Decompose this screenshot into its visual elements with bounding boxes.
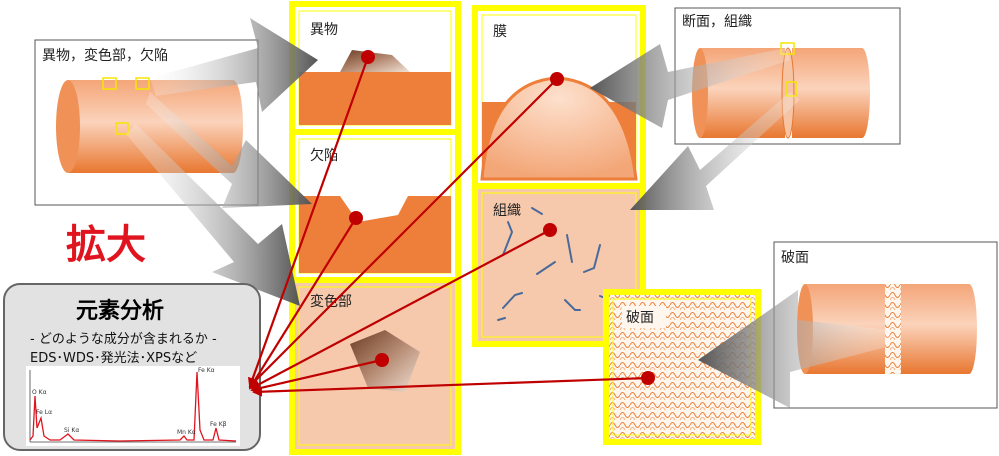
marker-foreign <box>102 77 117 90</box>
zoom-arrow-film <box>590 44 790 128</box>
analysis-arrow-film <box>248 78 558 388</box>
zoom-label: 拡大 <box>66 222 146 268</box>
analysis-arrow-defect <box>248 217 357 390</box>
point-discolor <box>375 353 389 367</box>
analysis-arrow-fracture <box>252 376 649 397</box>
analysis-title: 元素分析 <box>76 298 164 324</box>
zoom-arrow-structure <box>630 92 800 210</box>
panel-foreign: 異物 <box>289 1 461 135</box>
point-film <box>550 72 564 86</box>
source-left-label: 異物，変色部，欠陥 <box>42 47 168 64</box>
zoom-arrow-discolor <box>126 124 300 306</box>
analysis-subtitle: ‐ どのような成分が含まれるか ‐ <box>30 331 217 347</box>
panel-structure-label: 組織 <box>493 203 521 219</box>
panel-discolor: 変色部 <box>289 277 461 455</box>
defect-surface <box>299 196 451 273</box>
panel-foreign-label: 異物 <box>310 22 338 38</box>
zoom-arrow-defect <box>146 92 312 208</box>
zoom-arrow-foreign <box>150 18 318 112</box>
marker-discolor <box>115 122 129 135</box>
point-foreign <box>361 50 375 64</box>
analysis-box: 元素分析 ‐ どのような成分が含まれるか ‐ EDS･WDS･発光法･XPSなど… <box>3 283 261 451</box>
panel-defect: 欠陥 <box>289 129 461 283</box>
panel-discolor-label: 変色部 <box>310 293 352 310</box>
peak-o-ka: O Kα <box>32 389 47 396</box>
zoom-arrows <box>126 18 890 408</box>
source-right-bottom-label: 破面 <box>781 250 809 266</box>
peak-si-ka: Si Kα <box>64 427 79 434</box>
analysis-points <box>349 50 655 385</box>
panel-structure: 組織 <box>472 183 646 347</box>
analysis-arrow-structure <box>250 229 551 389</box>
peak-fe-ka: Fe Kα <box>198 367 215 374</box>
panel-film-label: 膜 <box>493 24 507 40</box>
spectrum-line <box>29 371 237 442</box>
structure-grains <box>497 207 611 321</box>
point-defect <box>349 211 363 225</box>
panel-film: 膜 <box>472 5 646 189</box>
analysis-arrow-foreign <box>247 56 370 388</box>
peak-fe-la: Fe Lα <box>36 409 52 416</box>
foreign-particle <box>340 50 410 72</box>
marker-defect <box>135 77 150 90</box>
source-right-top-label: 断面，組織 <box>682 14 752 30</box>
analysis-arrows <box>247 56 649 397</box>
peak-fe-kb: Fe Kβ <box>210 421 227 428</box>
analysis-arrow-discolor <box>250 358 383 394</box>
analysis-methods: EDS･WDS･発光法･XPSなど <box>30 351 197 366</box>
point-structure <box>543 223 557 237</box>
spectrum-plot <box>26 366 240 446</box>
point-fracture <box>641 371 655 385</box>
peak-mn-ka: Mn Kα <box>177 429 196 436</box>
zoom-arrow-fracture <box>698 290 890 408</box>
panel-fracture-label: 破面 <box>626 310 654 326</box>
